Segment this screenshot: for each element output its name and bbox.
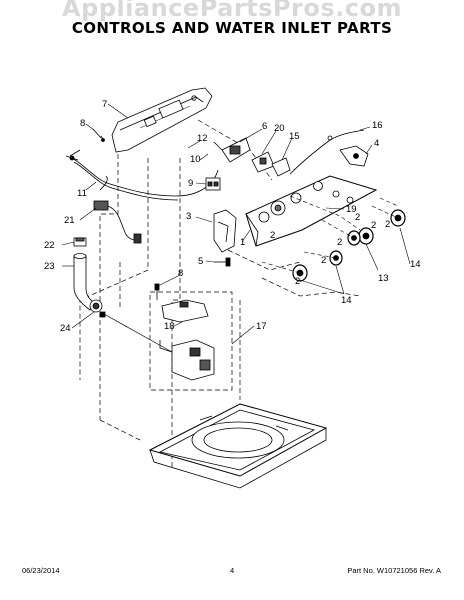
console-back-panel — [111, 87, 213, 153]
callout-label: 1 — [240, 237, 245, 248]
wire-16 — [289, 129, 365, 175]
callout-label: 13 — [378, 273, 389, 284]
callout-label: 2 — [270, 230, 275, 241]
knob-guides — [261, 195, 399, 274]
footer-page-number: 4 — [230, 566, 235, 575]
callout-label: 8 — [80, 118, 85, 129]
screw — [92, 128, 105, 142]
watermark: AppliancePartsPros.com — [62, 0, 402, 22]
callout-label: 20 — [274, 123, 285, 134]
inlet-valve-assembly — [149, 291, 233, 391]
callout-labels: 7 8 12 6 20 15 16 4 10 11 9 19 3 21 1 2 … — [44, 99, 421, 334]
callout-label: 6 — [262, 121, 267, 132]
bracket-4 — [339, 145, 369, 167]
water-inlet — [73, 237, 106, 318]
footer-part-number: Part No. W10721056 Rev. A — [347, 566, 441, 575]
console-panel — [245, 175, 378, 247]
actuator-3 — [213, 209, 237, 253]
callout-label: 2 — [355, 212, 360, 223]
callout-label: 14 — [410, 259, 421, 270]
callout-label: 2 — [321, 255, 326, 266]
screw-lower — [154, 283, 160, 300]
switch-9 — [205, 177, 221, 191]
callout-label: 12 — [197, 133, 208, 144]
callout-label: 4 — [374, 138, 379, 149]
callout-label: 2 — [371, 220, 376, 231]
callout-label: 7 — [102, 99, 107, 110]
control-board-assembly — [213, 137, 291, 177]
callout-label: 22 — [44, 240, 55, 251]
callout-label: 14 — [341, 295, 352, 306]
callout-label: 18 — [164, 321, 175, 332]
footer-date: 06/23/2014 — [22, 566, 60, 575]
callout-label: 9 — [188, 178, 193, 189]
wire-harness — [65, 149, 219, 201]
callout-label: 17 — [256, 321, 267, 332]
callout-label: 10 — [190, 154, 201, 165]
callout-label: 2 — [337, 237, 342, 248]
hose-path — [103, 313, 173, 353]
knobs-lower — [292, 250, 343, 282]
callout-label: 2 — [295, 276, 300, 287]
callout-label: 15 — [289, 131, 300, 142]
callout-label: 8 — [178, 268, 183, 279]
callout-label: 2 — [385, 219, 390, 230]
page-title: CONTROLS AND WATER INLET PARTS — [71, 19, 393, 37]
callout-label: 24 — [60, 323, 71, 334]
screw-5 — [214, 257, 231, 267]
callout-label: 11 — [77, 188, 87, 199]
leader-lines — [61, 103, 411, 345]
callout-label: 3 — [186, 211, 191, 222]
callout-label: 16 — [372, 120, 383, 131]
callout-label: 5 — [198, 256, 203, 267]
callout-label: 19 — [346, 204, 357, 215]
connector-21 — [93, 200, 142, 244]
base-top — [148, 403, 328, 489]
callout-label: 21 — [64, 215, 75, 226]
callout-label: 23 — [44, 261, 55, 272]
